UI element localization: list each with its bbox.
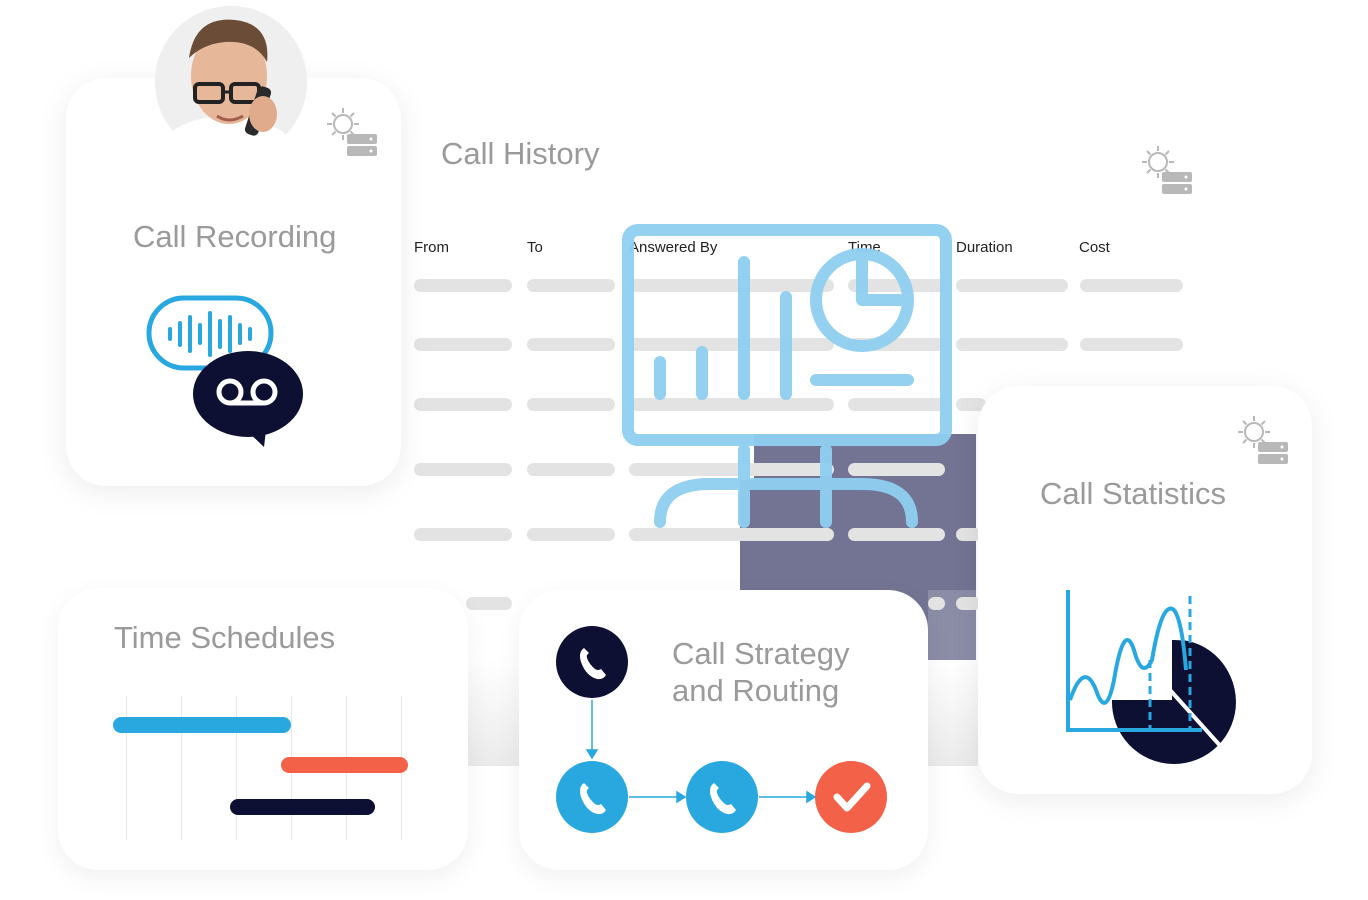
schedule-bar-blue[interactable]: [113, 717, 291, 733]
column-header-duration[interactable]: Duration: [956, 239, 1013, 256]
phone-icon[interactable]: [686, 761, 758, 833]
statistics-chart-icon: [1066, 590, 1236, 764]
routing-connectors: [585, 700, 817, 804]
avatar-photo: [155, 6, 307, 158]
column-header-to[interactable]: To: [527, 239, 543, 256]
column-header-answered-by[interactable]: Answered By: [629, 239, 718, 256]
call-recording-title: Call Recording: [133, 219, 337, 254]
call-strategy-title-line1: Call Strategy: [672, 636, 850, 671]
schedule-bar-red[interactable]: [281, 757, 408, 773]
time-schedules-title: Time Schedules: [114, 620, 336, 655]
schedule-bar-navy[interactable]: [230, 799, 375, 815]
call-strategy-title-line2: and Routing: [672, 673, 840, 708]
fade-overlay: [928, 660, 978, 766]
phone-icon[interactable]: [556, 761, 628, 833]
gear-server-icon[interactable]: [1232, 410, 1290, 466]
call-statistics-title: Call Statistics: [1040, 476, 1227, 511]
gear-server-icon[interactable]: [321, 102, 379, 158]
phone-icon[interactable]: [556, 626, 628, 698]
fade-overlay: [468, 660, 520, 766]
gear-server-icon[interactable]: [1136, 140, 1194, 196]
voice-wave-icon: [146, 295, 274, 371]
call-history-title: Call History: [441, 136, 600, 171]
voicemail-icon: [193, 351, 303, 447]
check-icon[interactable]: [815, 761, 887, 833]
column-header-from[interactable]: From: [414, 239, 449, 256]
monitor-chart-icon: [622, 224, 952, 528]
column-header-cost[interactable]: Cost: [1079, 239, 1110, 256]
avatar: [155, 6, 307, 158]
